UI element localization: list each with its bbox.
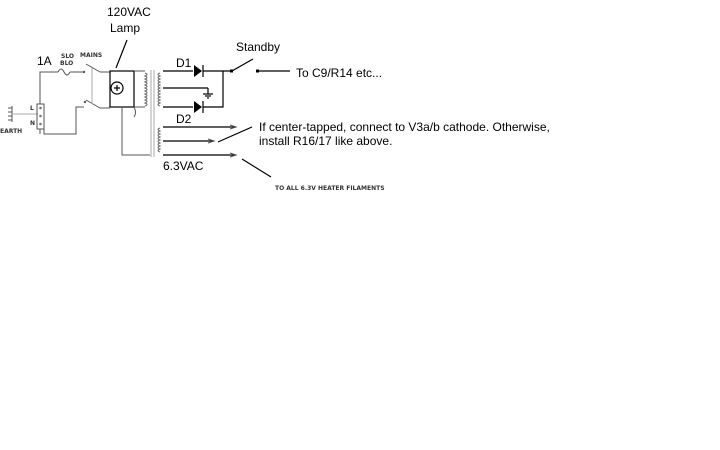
diode-d2-icon xyxy=(194,101,204,113)
mains-label: MAINS xyxy=(80,52,102,59)
center-tap-note-line2: install R16/17 like above. xyxy=(259,134,392,148)
fuse-rating-label: 1A xyxy=(37,54,52,68)
mains-switch-icon xyxy=(82,63,110,109)
heater-wires xyxy=(163,124,238,158)
d1-label: D1 xyxy=(176,56,192,70)
to-c9-label: To C9/R14 etc... xyxy=(296,66,382,80)
center-tap-leader-line xyxy=(217,126,253,143)
diode-d1-icon xyxy=(194,65,204,77)
d2-label: D2 xyxy=(176,112,192,126)
power-transformer-icon xyxy=(121,70,162,157)
lamp-leader-line xyxy=(115,39,128,69)
fuse-icon xyxy=(57,68,71,76)
heater-filaments-label: TO ALL 6.3V HEATER FILAMENTS xyxy=(275,185,385,192)
lamp-label: Lamp xyxy=(110,21,140,35)
heater-voltage-label: 6.3VAC xyxy=(163,159,204,173)
center-tap-note-line1: If center-tapped, connect to V3a/b catho… xyxy=(259,120,550,134)
indicator-lamp-icon xyxy=(109,70,135,108)
earth-label: EARTH xyxy=(0,128,22,135)
fuse-type-label-2: BLO xyxy=(60,60,73,67)
standby-label: Standby xyxy=(236,40,280,54)
fuse-type-label-1: SLO xyxy=(61,53,74,60)
ground-icon xyxy=(203,88,213,99)
standby-switch-icon xyxy=(230,58,259,73)
neutral-label: N xyxy=(30,120,35,127)
mains-terminal-block xyxy=(36,103,45,130)
lamp-voltage-label: 120VAC xyxy=(107,5,151,19)
earth-ground-icon xyxy=(8,106,38,122)
live-label: L xyxy=(30,105,34,112)
heater-leader-line xyxy=(241,158,272,178)
